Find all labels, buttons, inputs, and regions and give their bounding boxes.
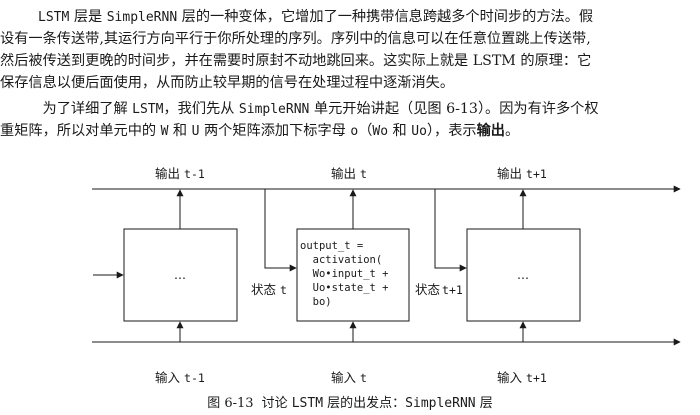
paragraph-1: LSTM 层是 SimpleRNN 层的一种变体，它增加了一种携带信息跨越多个时… bbox=[0, 6, 700, 94]
paragraph-2: 为了详细了解 LSTM，我们先从 SimpleRNN 单元开始讲起（见图 6-1… bbox=[0, 98, 700, 142]
state-t-arrow bbox=[264, 189, 297, 272]
caption-code-lstm: LSTM bbox=[291, 396, 324, 411]
text-span: （ bbox=[358, 123, 373, 139]
caption-number: 图 6-13 bbox=[207, 396, 254, 411]
paragraph-1-line-2: 设有一条传送带,其运行方向平行于你所处理的序列。序列中的信息可以在任意位置跳上传… bbox=[0, 31, 591, 47]
paragraph-1-line-1: LSTM 层是 SimpleRNN 层的一种变体，它增加了一种携带信息跨越多个时… bbox=[0, 6, 700, 28]
cell-code-line-2: activation( bbox=[300, 254, 382, 266]
cell-box-middle bbox=[296, 228, 410, 322]
text-span: 层的一种变体，它增加了一种携带信息跨越多个时间步的方法。假 bbox=[177, 9, 594, 25]
code-lstm: LSTM bbox=[132, 102, 164, 117]
text-span: 和 bbox=[388, 123, 412, 139]
cell-left-ellipsis: ... bbox=[174, 267, 186, 282]
bold-output: 输出 bbox=[476, 123, 505, 139]
paragraph-2-line-2: 重矩阵，所以对单元中的 W 和 U 两个矩阵添加下标字母 o（Wo 和 Uo），… bbox=[0, 120, 700, 142]
code-wo: Wo bbox=[372, 124, 389, 139]
text-span: 和 bbox=[168, 123, 192, 139]
code-simplernn: SimpleRNN bbox=[238, 102, 310, 117]
text-span: 讨论 bbox=[261, 396, 292, 411]
cell-code-line-5: bo) bbox=[300, 296, 332, 308]
state-t-plus-1-arrow bbox=[434, 189, 467, 272]
text-span: 层是 bbox=[69, 9, 107, 25]
figure-caption: 图 6-13 讨论 LSTM 层的出发点：SimpleRNN 层 bbox=[0, 396, 700, 412]
cell-code-line-4: Uo•state_t + bbox=[300, 282, 389, 294]
cell-code-line-3: Wo•input_t + bbox=[300, 268, 389, 280]
text-span: 层 bbox=[475, 396, 493, 411]
cell-code-line-1: output_t = bbox=[300, 240, 363, 252]
code-w: W bbox=[160, 124, 169, 139]
code-uo: Uo bbox=[411, 124, 427, 139]
code-simplernn: SimpleRNN bbox=[106, 10, 178, 25]
cell-box-left bbox=[123, 228, 238, 322]
code-lstm: LSTM bbox=[38, 10, 70, 25]
paragraph-2-line-1: 为了详细了解 LSTM，我们先从 SimpleRNN 单元开始讲起（见图 6-1… bbox=[0, 98, 700, 120]
text-span: 层的出发点： bbox=[323, 396, 406, 411]
code-u: U bbox=[191, 124, 200, 139]
text-span: 。 bbox=[504, 123, 520, 139]
caption-code-simplernn: SimpleRNN bbox=[405, 396, 476, 411]
text-span: ，我们先从 bbox=[163, 101, 239, 117]
paragraph-1-line-4: 保存信息以便后面使用，从而防止较早期的信号在处理过程中逐渐消失。 bbox=[0, 75, 455, 91]
text-span: 两个矩阵添加下标字母 bbox=[199, 123, 351, 139]
code-o: o bbox=[350, 124, 359, 139]
paragraph-1-line-3: 然后被传送到更晚的时间步，并在需要时原封不动地跳回来。这实际上就是 LSTM 的… bbox=[0, 53, 592, 69]
text-span: 重矩阵，所以对单元中的 bbox=[0, 123, 161, 139]
cell-right-ellipsis: ... bbox=[517, 267, 529, 282]
text-span: ），表示 bbox=[426, 123, 477, 139]
text-span: 为了详细了解 bbox=[38, 101, 133, 117]
cell-box-right bbox=[466, 228, 581, 322]
text-span: 单元开始讲起（见图 6-13）。因为有许多个权 bbox=[309, 101, 599, 117]
